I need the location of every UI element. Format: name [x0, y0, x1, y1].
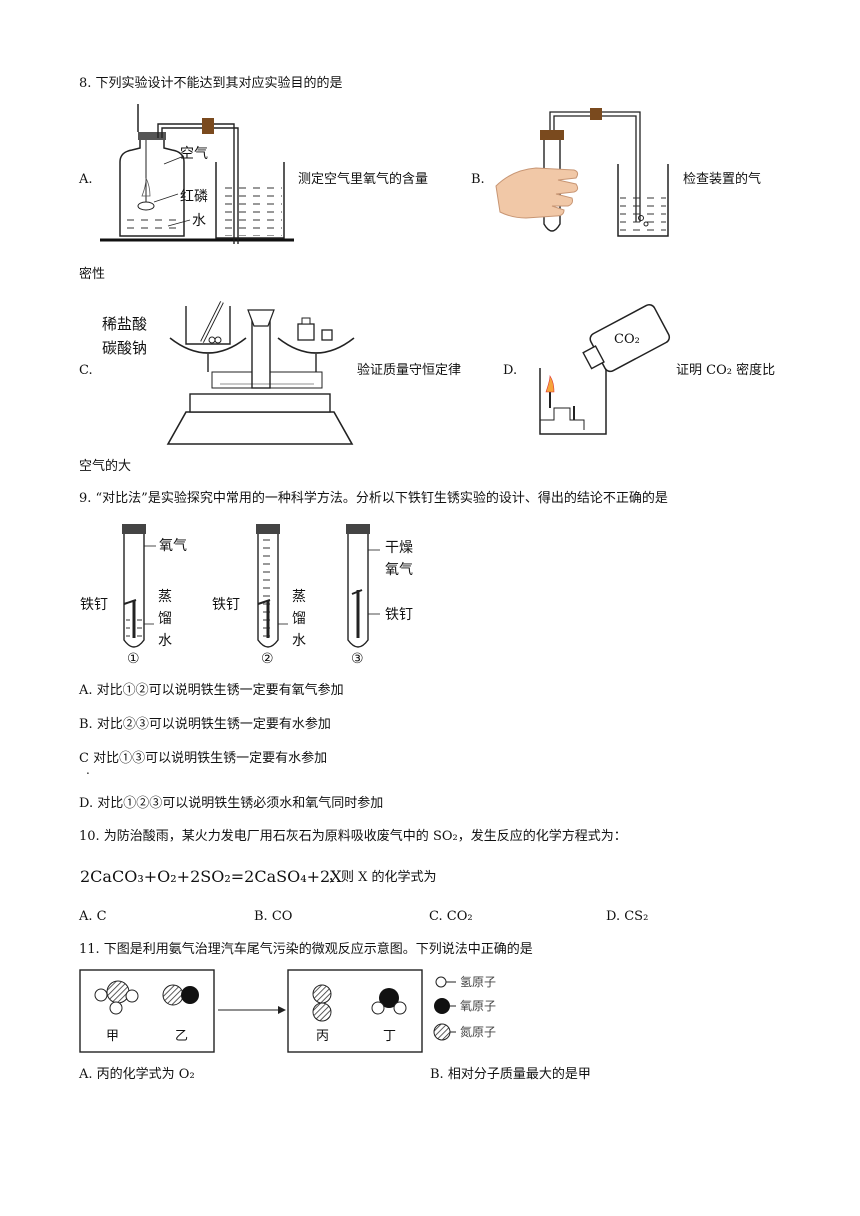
q10-equation-tail: ，则 X 的化学式为: [328, 870, 437, 885]
t1-water-1: 蒸: [158, 589, 172, 605]
q10-option-a: A. C: [79, 909, 107, 924]
q11-stem: 11. 下图是利用氨气治理汽车尾气污染的微观反应示意图。下列说法中正确的是: [79, 942, 533, 957]
q8-option-c-letter: C.: [79, 363, 93, 378]
q9-option-d: D. 对比①②③可以说明铁生锈必须水和氧气同时参加: [79, 796, 384, 811]
label-air: 空气: [180, 146, 208, 162]
q11-reaction-diagram: [79, 969, 456, 1053]
t1-water-2: 馏: [158, 611, 172, 627]
q10-stem: 10. 为防治酸雨，某火力发电厂用石灰石为原料吸收废气中的 SO₂，发生反应的化…: [79, 829, 627, 844]
t1-gas-label: 氧气: [159, 538, 187, 554]
q8-figure-d: [539, 303, 671, 435]
q9-option-b: B. 对比②③可以说明铁生锈一定要有水参加: [79, 717, 331, 732]
q10-option-c: C. CO₂: [429, 909, 473, 924]
product-bing: 丙: [316, 1029, 330, 1044]
q8-option-d-desc-cont: 空气的大: [79, 459, 132, 474]
t3-nail-label: 铁钉: [385, 607, 413, 623]
t3-gas-2: 氧气: [385, 562, 413, 578]
q8-option-b-letter: B.: [471, 172, 485, 187]
q8-option-b-desc: 检查装置的气: [683, 172, 762, 187]
legend-hydrogen: 氢原子: [460, 975, 497, 989]
t2-water-3: 水: [292, 633, 306, 649]
q10-option-b: B. CO: [254, 909, 293, 924]
q8-option-d-desc: 证明 CO₂ 密度比: [676, 363, 776, 378]
q8-option-d-letter: D.: [503, 363, 518, 378]
t2-number: ②: [261, 651, 274, 667]
t1-number: ①: [127, 651, 140, 667]
q8-option-a-desc: 测定空气里氧气的含量: [298, 172, 429, 187]
t2-nail-label: 铁钉: [212, 597, 240, 613]
q8-figure-b: [495, 108, 669, 237]
legend-oxygen: 氧原子: [460, 999, 497, 1013]
q8-figure-a: [100, 104, 294, 244]
t2-water-2: 馏: [292, 611, 306, 627]
q8-option-a-letter: A.: [79, 172, 93, 187]
reactant-jia: 甲: [106, 1029, 120, 1044]
label-sodium-carbonate: 碳酸钠: [102, 339, 148, 357]
q9-stem: 9. “对比法”是实验探究中常用的一种科学方法。分析以下铁钉生锈实验的设计、得出…: [79, 491, 668, 506]
t2-water-1: 蒸: [292, 589, 306, 605]
q11-option-b: B. 相对分子质量最大的是甲: [430, 1067, 591, 1082]
q11-option-a: A. 丙的化学式为 O₂: [79, 1067, 195, 1082]
q9-figure-tubes: [122, 524, 380, 648]
q8-option-b-desc-cont: 密性: [79, 267, 106, 282]
t3-gas-1: 干燥: [385, 540, 413, 556]
t1-nail-label: 铁钉: [80, 597, 108, 613]
q10-option-d: D. CS₂: [606, 909, 649, 924]
t3-number: ③: [351, 651, 364, 667]
q8-stem: 8. 下列实验设计不能达到其对应实验目的的是: [79, 76, 343, 91]
q9-option-c-dot: .: [86, 763, 90, 777]
q10-equation: 2CaCO₃+O₂+2SO₂=2CaSO₄+2X: [80, 867, 342, 886]
reactant-yi: 乙: [175, 1029, 189, 1044]
label-red-phosphorus: 红磷: [180, 189, 208, 205]
q9-option-a: A. 对比①②可以说明铁生锈一定要有氧气参加: [79, 683, 344, 698]
t1-water-3: 水: [158, 633, 172, 649]
product-ding: 丁: [383, 1029, 397, 1044]
legend-nitrogen: 氮原子: [460, 1025, 497, 1039]
q8-option-c-desc: 验证质量守恒定律: [357, 363, 462, 378]
q8-figure-c: [166, 301, 355, 445]
label-co2-bottle: CO₂: [614, 332, 640, 347]
label-water: 水: [192, 213, 206, 229]
label-dilute-hcl: 稀盐酸: [102, 315, 148, 333]
q9-option-c: C 对比①③可以说明铁生锈一定要有水参加: [79, 751, 328, 766]
